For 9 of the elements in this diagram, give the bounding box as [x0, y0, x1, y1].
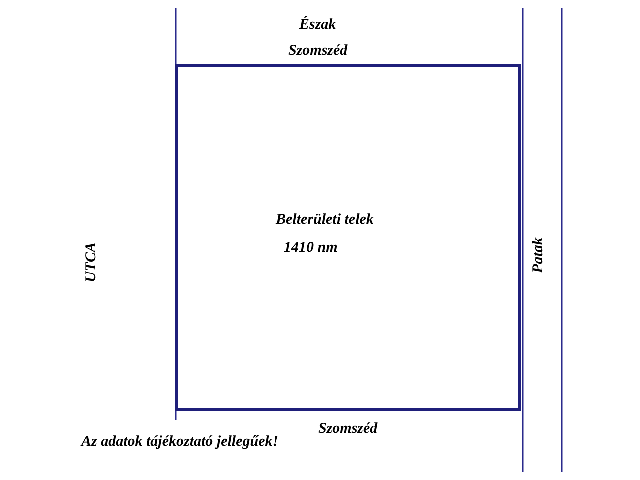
stream-label: Patak	[531, 237, 546, 273]
plot-area: 1410 nm	[284, 241, 338, 256]
note-text: Az adatok tájékoztató jellegűek!	[82, 434, 279, 450]
neighbour-label: Szomszéd	[318, 422, 378, 436]
compass-label: Észak	[300, 18, 336, 32]
plot-name: Belterületi telek	[276, 213, 374, 228]
neighbour-label: Szomszéd	[288, 44, 348, 58]
street-label: UTCA	[84, 242, 100, 282]
plot-box	[175, 64, 521, 411]
